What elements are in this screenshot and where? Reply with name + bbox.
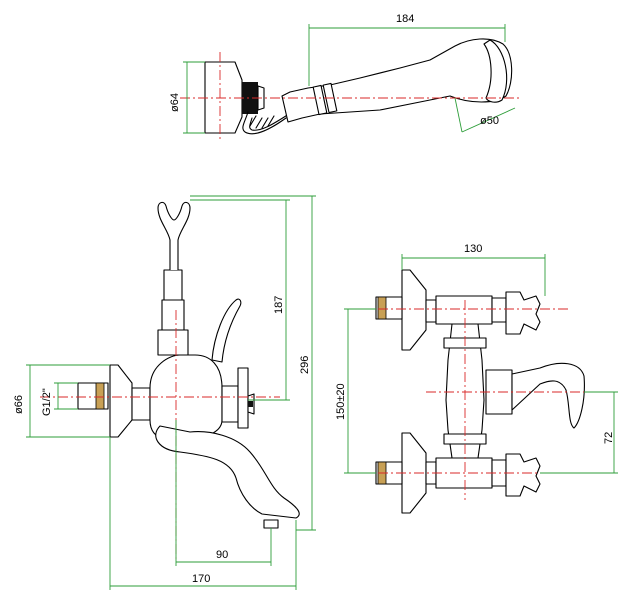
side-valve-handle (237, 367, 249, 429)
dim-label-150: 150±20 (335, 383, 347, 420)
front-view: 130 150±20 72 (335, 243, 618, 514)
upper-wall-flange (401, 269, 427, 351)
hand-shower-handle (281, 38, 513, 123)
dim-line-o50 (461, 107, 516, 133)
upper-cross-handle (505, 291, 541, 335)
dim-label-o64: ø64 (169, 93, 181, 112)
diverter-lever (211, 298, 242, 363)
shower-hose (242, 111, 287, 135)
dim-label-170: 170 (192, 573, 210, 585)
inlet-thread (95, 382, 105, 410)
dim-label-o50: ø50 (480, 115, 499, 127)
dim-label-187: 187 (273, 296, 285, 314)
side-wall-flange (109, 364, 133, 438)
front-spout (511, 362, 585, 429)
dim-label-184: 184 (396, 13, 414, 25)
hand-shower-flange (204, 61, 243, 134)
lower-cross-handle (505, 453, 541, 497)
shower-head-face (483, 39, 508, 103)
dim-label-296: 296 (299, 356, 311, 374)
hand-shower-view: 184 ø64 ø50 (169, 13, 520, 140)
dim-label-72: 72 (603, 432, 615, 444)
mixer-body (149, 354, 223, 439)
hose-connector (242, 82, 258, 114)
dim-label-thread: G1/2" (41, 388, 53, 416)
dim-label-90: 90 (216, 549, 228, 561)
dim-label-130: 130 (464, 243, 482, 255)
side-view: 187 296 ø66 G1/2" 90 170 (13, 195, 316, 590)
dim-label-o66: ø66 (13, 395, 25, 414)
bath-spout (155, 425, 300, 519)
